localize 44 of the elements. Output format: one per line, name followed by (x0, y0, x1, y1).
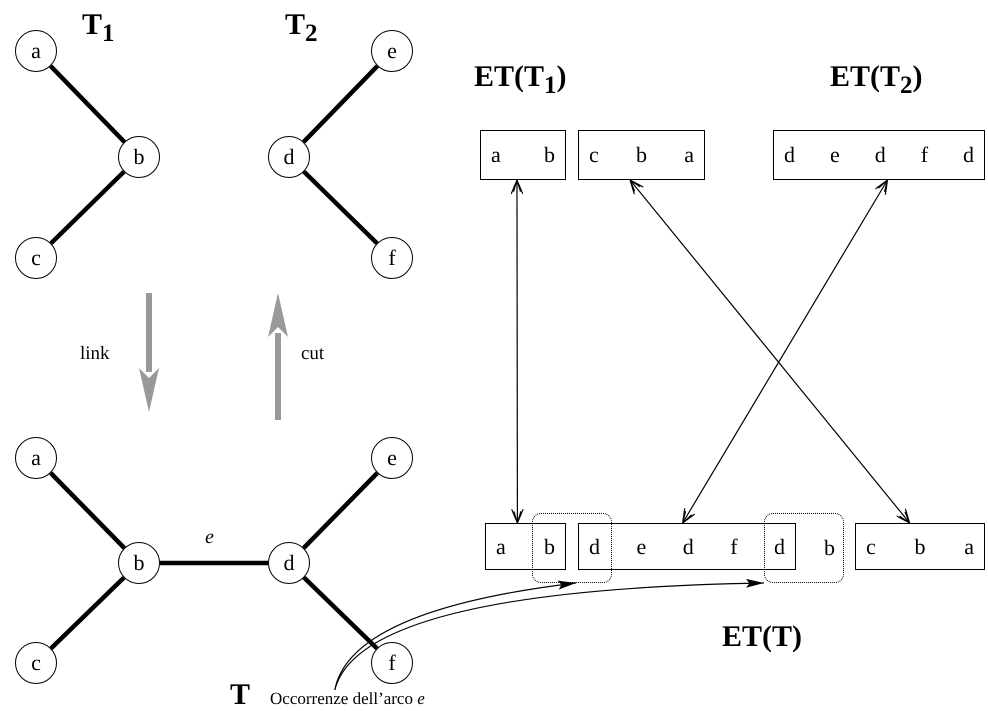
connector (334, 580, 576, 690)
tree-node-circle: d (268, 542, 310, 584)
sequence-box: a b (485, 523, 566, 570)
tree-title: T (230, 680, 250, 710)
sequence-box: d e d f d (773, 130, 985, 180)
connector (682, 179, 888, 524)
tree-node-circle: c (15, 237, 57, 279)
connector (510, 179, 524, 524)
tree-node-circle: a (15, 437, 57, 479)
tree-title: T$_{1}$ (82, 10, 115, 46)
tree-node-circle: d (268, 136, 310, 178)
connector (160, 560, 268, 566)
sequence-box: a b (480, 130, 566, 180)
sequence-box: c b a (578, 130, 705, 180)
sequence-box: d e d f d (578, 523, 796, 570)
tree-node-circle: e (371, 437, 413, 479)
connector (302, 576, 378, 650)
dotted-box (764, 513, 844, 583)
annotation-text: Occorrenze dell’arco e (270, 690, 510, 710)
sequence-title: ET(T) (722, 622, 802, 652)
connector (629, 179, 910, 524)
tree-node-circle: e (371, 30, 413, 72)
tree-node-circle: b (118, 542, 160, 584)
connector (302, 471, 379, 550)
sequence-title: ET(T$_{1}$) (474, 62, 567, 98)
tree-node-circle: c (15, 642, 57, 684)
connector (50, 576, 126, 650)
operation-label: link (80, 344, 110, 363)
sequence-title: ET(T$_{2}$) (830, 62, 923, 98)
connector (49, 170, 126, 245)
tree-node-circle: a (15, 30, 57, 72)
sequence-box: c b a (855, 523, 985, 570)
tree-node-circle: f (371, 237, 413, 279)
tree-node-circle: f (371, 642, 413, 684)
connector (49, 471, 126, 550)
connector (334, 579, 764, 690)
connector (302, 170, 379, 245)
dotted-box (532, 513, 612, 583)
operation-label: cut (301, 344, 324, 363)
sequence-letter: b (824, 537, 835, 559)
tree-node-circle: b (118, 136, 160, 178)
connector (302, 64, 379, 144)
tree-title: T$_{2}$ (285, 10, 318, 46)
connector (49, 64, 126, 144)
